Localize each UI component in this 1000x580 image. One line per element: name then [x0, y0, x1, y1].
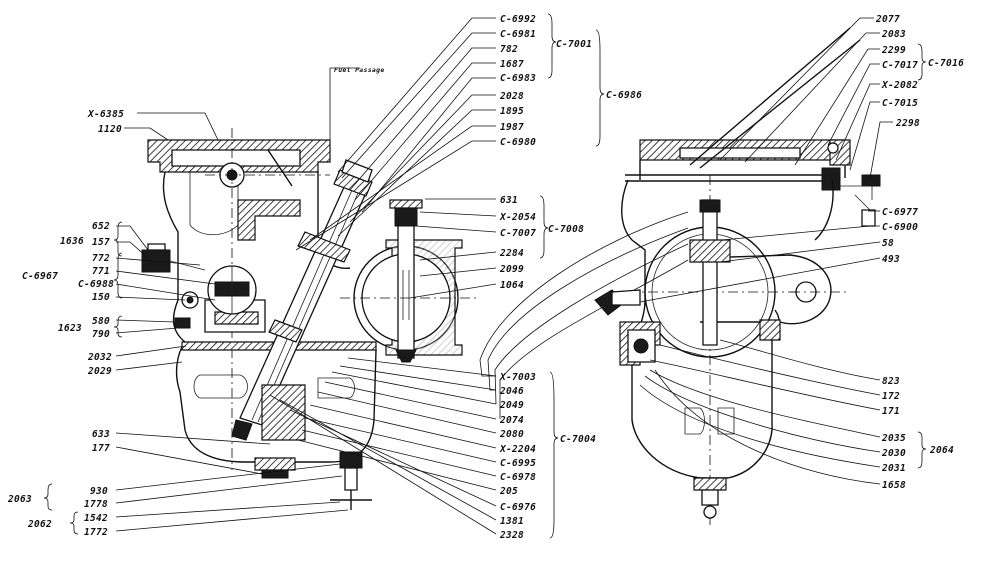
label-2328: 2328: [499, 530, 524, 541]
label-631: 631: [500, 195, 518, 206]
label-1772: 1772: [84, 527, 108, 538]
labels-center: C-6992 C-6981 782 1687 C-6983 C-7001 C-6…: [499, 14, 642, 541]
label-1895: 1895: [500, 106, 524, 117]
label-1064: 1064: [500, 280, 524, 291]
label-1623: 1623: [58, 323, 82, 334]
label-2099: 2099: [499, 264, 524, 275]
right-carburetor-section: [594, 27, 881, 525]
label-fuel-passage: Fuel Passage: [334, 66, 385, 74]
label-x2082: X-2082: [881, 80, 918, 91]
label-c6992: C-6992: [500, 14, 536, 25]
label-c7016: C-7016: [928, 58, 964, 69]
label-2028: 2028: [499, 91, 524, 102]
label-1658: 1658: [882, 480, 906, 491]
right-leader-lines: [639, 17, 893, 485]
label-772: 772: [92, 253, 110, 264]
label-c6981: C-6981: [500, 29, 536, 40]
label-2077: 2077: [875, 14, 900, 25]
label-58: 58: [882, 238, 894, 249]
label-c6967: C-6967: [22, 271, 58, 282]
label-c7015: C-7015: [882, 98, 918, 109]
label-1381: 1381: [500, 516, 524, 527]
label-c6978: C-6978: [500, 472, 536, 483]
label-c6980: C-6980: [500, 137, 536, 148]
label-c7007: C-7007: [500, 228, 536, 239]
label-580: 580: [92, 316, 110, 327]
label-c6988: C-6988: [78, 279, 114, 290]
label-c6977: C-6977: [882, 207, 918, 218]
labels-left: X-6385 1120 1636 652 157 C-6967 772 771 …: [7, 109, 124, 538]
label-x2054: X-2054: [499, 212, 536, 223]
left-carburetor-section: Fuel Passage: [141, 66, 480, 510]
label-1120: 1120: [98, 124, 122, 135]
center-leader-lines: [269, 17, 689, 535]
label-2046: 2046: [499, 386, 524, 397]
label-633: 633: [92, 429, 110, 440]
label-x7003: X-7003: [499, 372, 536, 383]
label-823: 823: [882, 376, 900, 387]
label-2062: 2062: [27, 519, 52, 530]
label-652: 652: [92, 221, 110, 232]
label-c6983: C-6983: [500, 73, 536, 84]
label-c6986: C-6986: [606, 90, 642, 101]
label-1542: 1542: [84, 513, 108, 524]
label-2029: 2029: [87, 366, 112, 377]
label-c7004: C-7004: [560, 434, 596, 445]
label-771: 771: [92, 266, 110, 277]
labels-right: 2077 2083 2299 C-7017 C-7016 X-2082 C-70…: [875, 14, 964, 491]
label-493: 493: [882, 254, 900, 265]
label-2083: 2083: [881, 29, 906, 40]
label-2299: 2299: [881, 45, 906, 56]
label-x6385: X-6385: [87, 109, 124, 120]
braces: [43, 13, 927, 539]
label-1687: 1687: [500, 59, 524, 70]
label-157: 157: [92, 237, 110, 248]
label-2032: 2032: [87, 352, 112, 363]
label-2063: 2063: [7, 494, 32, 505]
label-930: 930: [90, 486, 108, 497]
label-177: 177: [92, 443, 110, 454]
label-c7001: C-7001: [556, 39, 592, 50]
label-c6900: C-6900: [882, 222, 918, 233]
label-c7017: C-7017: [882, 60, 918, 71]
label-1778: 1778: [84, 499, 108, 510]
label-2049: 2049: [499, 400, 524, 411]
label-2030: 2030: [881, 448, 906, 459]
label-2031: 2031: [881, 463, 906, 474]
label-1987: 1987: [500, 122, 524, 133]
label-2284: 2284: [499, 248, 524, 259]
label-150: 150: [92, 292, 110, 303]
label-782: 782: [500, 44, 518, 55]
label-2080: 2080: [499, 429, 524, 440]
label-2064: 2064: [929, 445, 954, 456]
label-1636: 1636: [60, 236, 84, 247]
label-c7008: C-7008: [548, 224, 584, 235]
label-2298: 2298: [895, 118, 920, 129]
label-2074: 2074: [499, 415, 524, 426]
label-172: 172: [882, 391, 900, 402]
left-leader-lines: [115, 112, 349, 532]
label-c6995: C-6995: [500, 458, 536, 469]
label-171: 171: [882, 406, 900, 417]
label-c6976: C-6976: [500, 502, 536, 513]
label-2035: 2035: [881, 433, 906, 444]
label-x2204: X-2204: [499, 444, 536, 455]
label-205: 205: [499, 486, 518, 497]
label-790: 790: [92, 329, 110, 340]
